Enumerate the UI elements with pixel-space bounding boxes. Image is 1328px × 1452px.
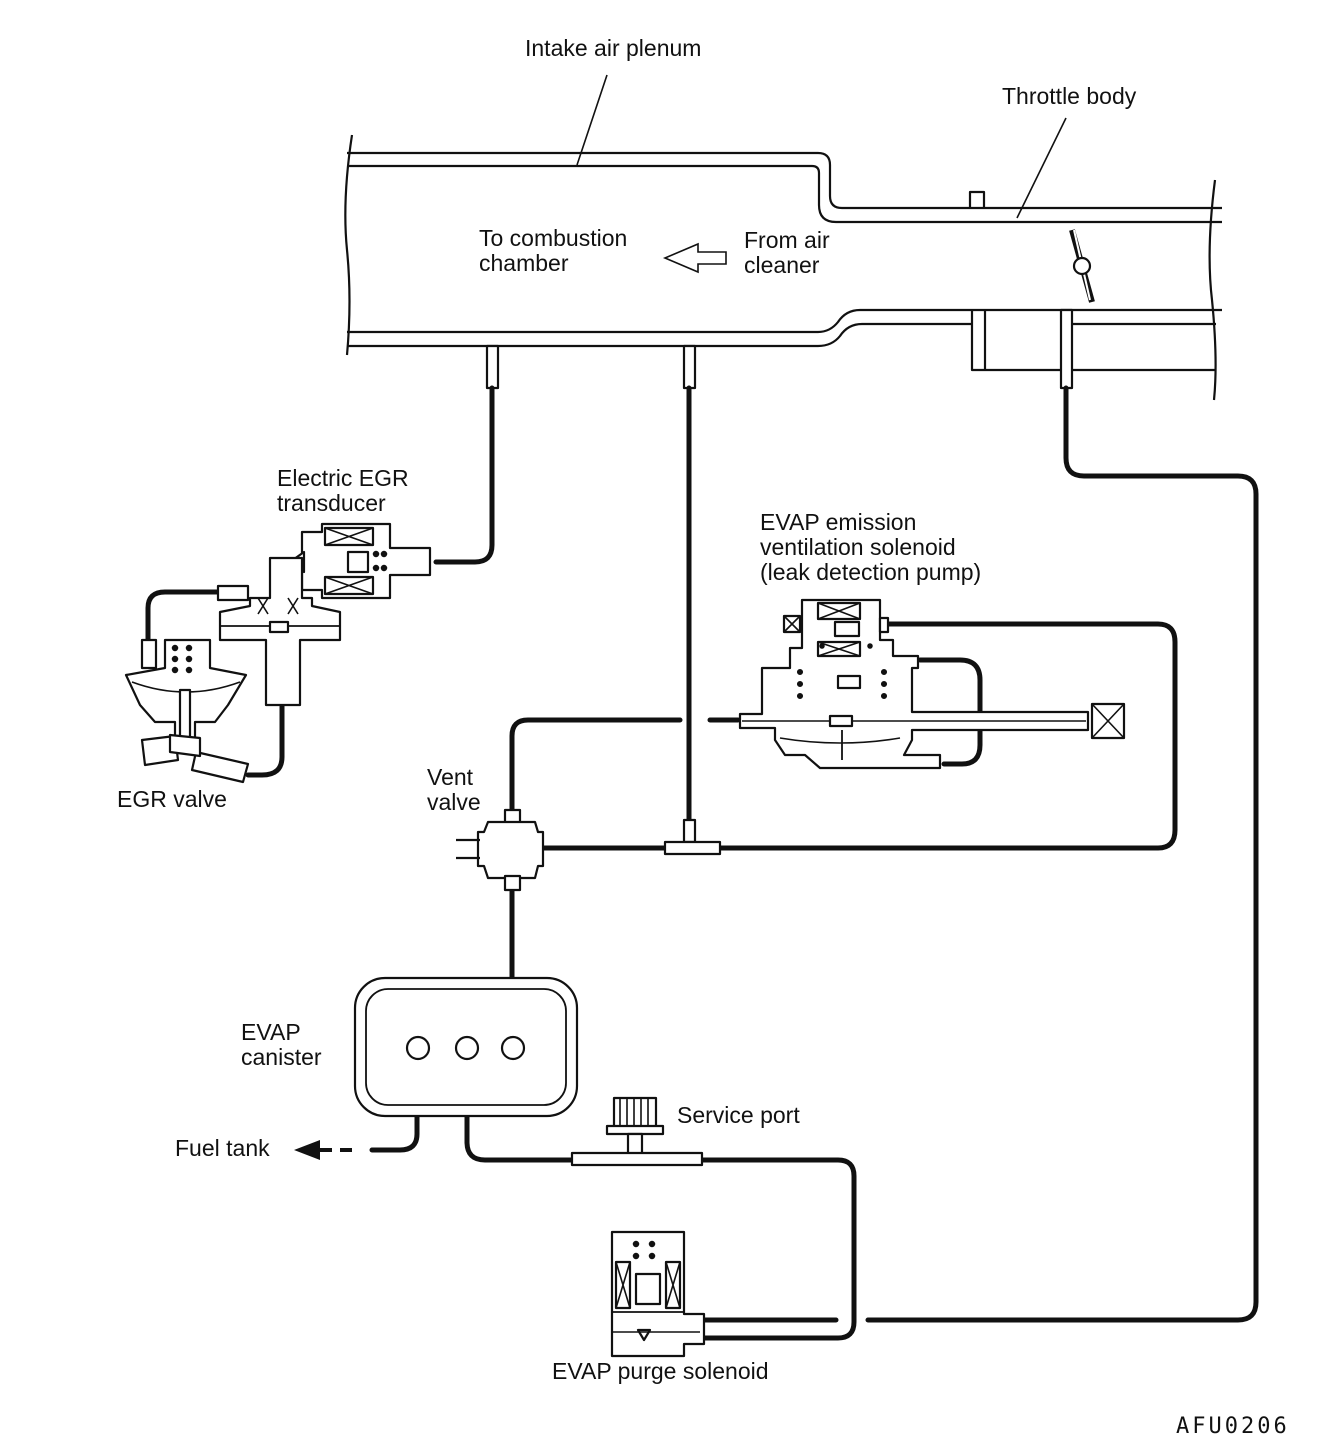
to-combustion-chamber-label: To combustion chamber xyxy=(479,225,628,276)
evap-ventilation-solenoid xyxy=(738,598,1126,770)
fuel-tank-label: Fuel tank xyxy=(175,1135,270,1161)
throttle-body-label: Throttle body xyxy=(1002,83,1137,109)
evap-purge-solenoid-label: EVAP purge solenoid xyxy=(552,1358,769,1384)
service-port-label: Service port xyxy=(677,1102,800,1128)
intake-air-plenum-label: Intake air plenum xyxy=(525,35,702,61)
airflow-arrow-icon xyxy=(662,242,727,274)
vacuum-hoses xyxy=(145,385,1259,1341)
egr-valve xyxy=(124,638,250,784)
vent-valve xyxy=(456,808,545,892)
vacuum-tee-fitting xyxy=(663,818,722,856)
from-air-cleaner-label: From air cleaner xyxy=(744,227,830,278)
vent-valve-label: Vent valve xyxy=(427,764,481,815)
evap-canister xyxy=(353,976,579,1118)
intake-air-plenum xyxy=(344,74,1222,401)
electric-egr-transducer-label: Electric EGR transducer xyxy=(277,465,409,516)
throttle-plate xyxy=(1069,229,1095,303)
electric-egr-transducer xyxy=(216,522,432,707)
service-port xyxy=(570,1096,704,1167)
evap-purge-solenoid xyxy=(610,1230,706,1358)
evap-canister-label: EVAP canister xyxy=(241,1019,322,1070)
evap-ventilation-solenoid-label: EVAP emission ventilation solenoid (leak… xyxy=(760,509,982,585)
fuel-tank-arrow-icon xyxy=(294,1140,352,1160)
figure-code: AFU0206 xyxy=(1176,1414,1290,1439)
egr-valve-label: EGR valve xyxy=(117,786,227,812)
